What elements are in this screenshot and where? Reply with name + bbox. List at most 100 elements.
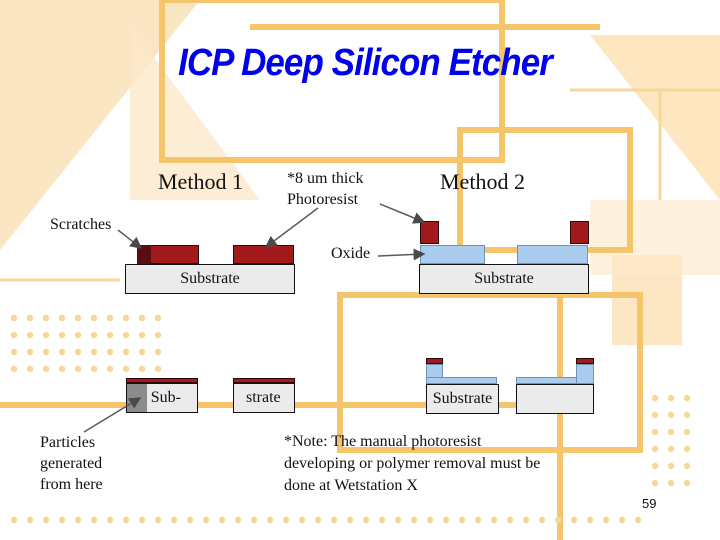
- bg-dot: [154, 314, 162, 322]
- bg-dot: [667, 394, 675, 402]
- bg-dot: [58, 365, 66, 373]
- oxide-label: Oxide: [331, 245, 371, 262]
- substrate-m2-top: Substrate: [419, 264, 589, 294]
- bg-dot: [122, 516, 130, 524]
- bg-dot: [234, 516, 242, 524]
- bg-dot: [74, 331, 82, 339]
- bg-dot: [490, 516, 498, 524]
- photoresist-scratch-dark: [137, 245, 151, 264]
- bg-dot: [10, 365, 18, 373]
- bg-dot: [42, 348, 50, 356]
- bg-dot: [10, 331, 18, 339]
- bg-dot: [667, 462, 675, 470]
- bg-dot: [314, 516, 322, 524]
- bg-dot: [683, 445, 691, 453]
- bg-dot: [618, 516, 626, 524]
- bg-dot: [26, 365, 34, 373]
- bg-dot: [282, 516, 290, 524]
- bg-dot: [218, 516, 226, 524]
- photoresist-block-m2-left: [420, 221, 439, 244]
- bg-dot: [138, 365, 146, 373]
- bg-dot: [74, 516, 82, 524]
- bg-dot: [90, 348, 98, 356]
- photoresist-thin-m1-right: [233, 378, 295, 383]
- bg-dot: [538, 516, 546, 524]
- photoresist-thin-m2-right: [576, 358, 594, 364]
- bg-dot: [42, 314, 50, 322]
- bg-dot: [683, 411, 691, 419]
- bg-dot: [667, 445, 675, 453]
- page-number: 59: [642, 496, 657, 511]
- bg-dot: [10, 516, 18, 524]
- bg-dot: [106, 348, 114, 356]
- bg-dot: [90, 331, 98, 339]
- bg-dot: [26, 314, 34, 322]
- bg-dot: [58, 314, 66, 322]
- scratches-label: Scratches: [50, 216, 112, 233]
- bg-dot: [346, 516, 354, 524]
- bg-dot: [651, 394, 659, 402]
- oxide-layer-m2-bottom-step: [426, 377, 497, 384]
- bg-block-right-2: [590, 200, 720, 275]
- oxide-layer-m2-right: [517, 245, 588, 264]
- photoresist-thin-m2-left: [426, 358, 443, 364]
- method-1-label: Method 1: [158, 169, 243, 194]
- bg-dot: [651, 411, 659, 419]
- bg-dot: [106, 314, 114, 322]
- bg-dot: [298, 516, 306, 524]
- bg-dot: [683, 462, 691, 470]
- bg-dot: [378, 516, 386, 524]
- bg-dot: [26, 348, 34, 356]
- slide-title: ICP Deep Silicon Etcher: [178, 42, 553, 84]
- substrate-m1-particle-shadow: [127, 384, 147, 412]
- photoresist-thickness-note: *8 um thick Photoresist: [287, 170, 364, 208]
- bg-dot: [122, 348, 130, 356]
- substrate-label: Substrate: [474, 270, 534, 287]
- bg-dot: [10, 314, 18, 322]
- bg-dot: [330, 516, 338, 524]
- bg-dot: [58, 331, 66, 339]
- bg-dot: [42, 331, 50, 339]
- bg-dot: [154, 331, 162, 339]
- substrate-label-part: strate: [246, 389, 281, 406]
- bg-dot: [74, 365, 82, 373]
- substrate-m1-bottom-right: strate: [233, 383, 295, 413]
- bg-dot: [154, 348, 162, 356]
- bg-dot: [667, 428, 675, 436]
- bg-dot: [90, 314, 98, 322]
- bg-dot: [106, 516, 114, 524]
- bg-dot: [138, 331, 146, 339]
- bg-dot: [26, 331, 34, 339]
- bg-dot: [458, 516, 466, 524]
- bg-dot: [570, 516, 578, 524]
- bg-dot: [10, 348, 18, 356]
- bg-dot: [651, 479, 659, 487]
- bg-dot: [683, 479, 691, 487]
- oxide-layer-m2-bottom-post: [576, 364, 594, 384]
- substrate-label: Substrate: [432, 390, 493, 407]
- substrate-m2-bottom-right: [516, 384, 594, 414]
- bg-frame-mid: [337, 292, 643, 453]
- substrate-label-part: Sub-: [150, 389, 181, 406]
- bg-dot: [362, 516, 370, 524]
- photoresist-block-m1-right: [233, 245, 294, 264]
- bg-dot: [42, 365, 50, 373]
- bg-dot: [634, 516, 642, 524]
- bg-dot: [42, 516, 50, 524]
- bg-dot: [122, 331, 130, 339]
- bg-dot: [154, 365, 162, 373]
- bg-dot: [442, 516, 450, 524]
- substrate-label: Substrate: [180, 270, 240, 287]
- bg-dot: [506, 516, 514, 524]
- bg-dot: [586, 516, 594, 524]
- bg-dot: [250, 516, 258, 524]
- bg-dot: [58, 516, 66, 524]
- bg-dot: [266, 516, 274, 524]
- bg-dot: [122, 365, 130, 373]
- bg-dot: [554, 516, 562, 524]
- bg-dot: [522, 516, 530, 524]
- bg-dot: [170, 516, 178, 524]
- oxide-layer-m2-left: [420, 245, 485, 264]
- bg-dot: [106, 331, 114, 339]
- bg-dot: [90, 365, 98, 373]
